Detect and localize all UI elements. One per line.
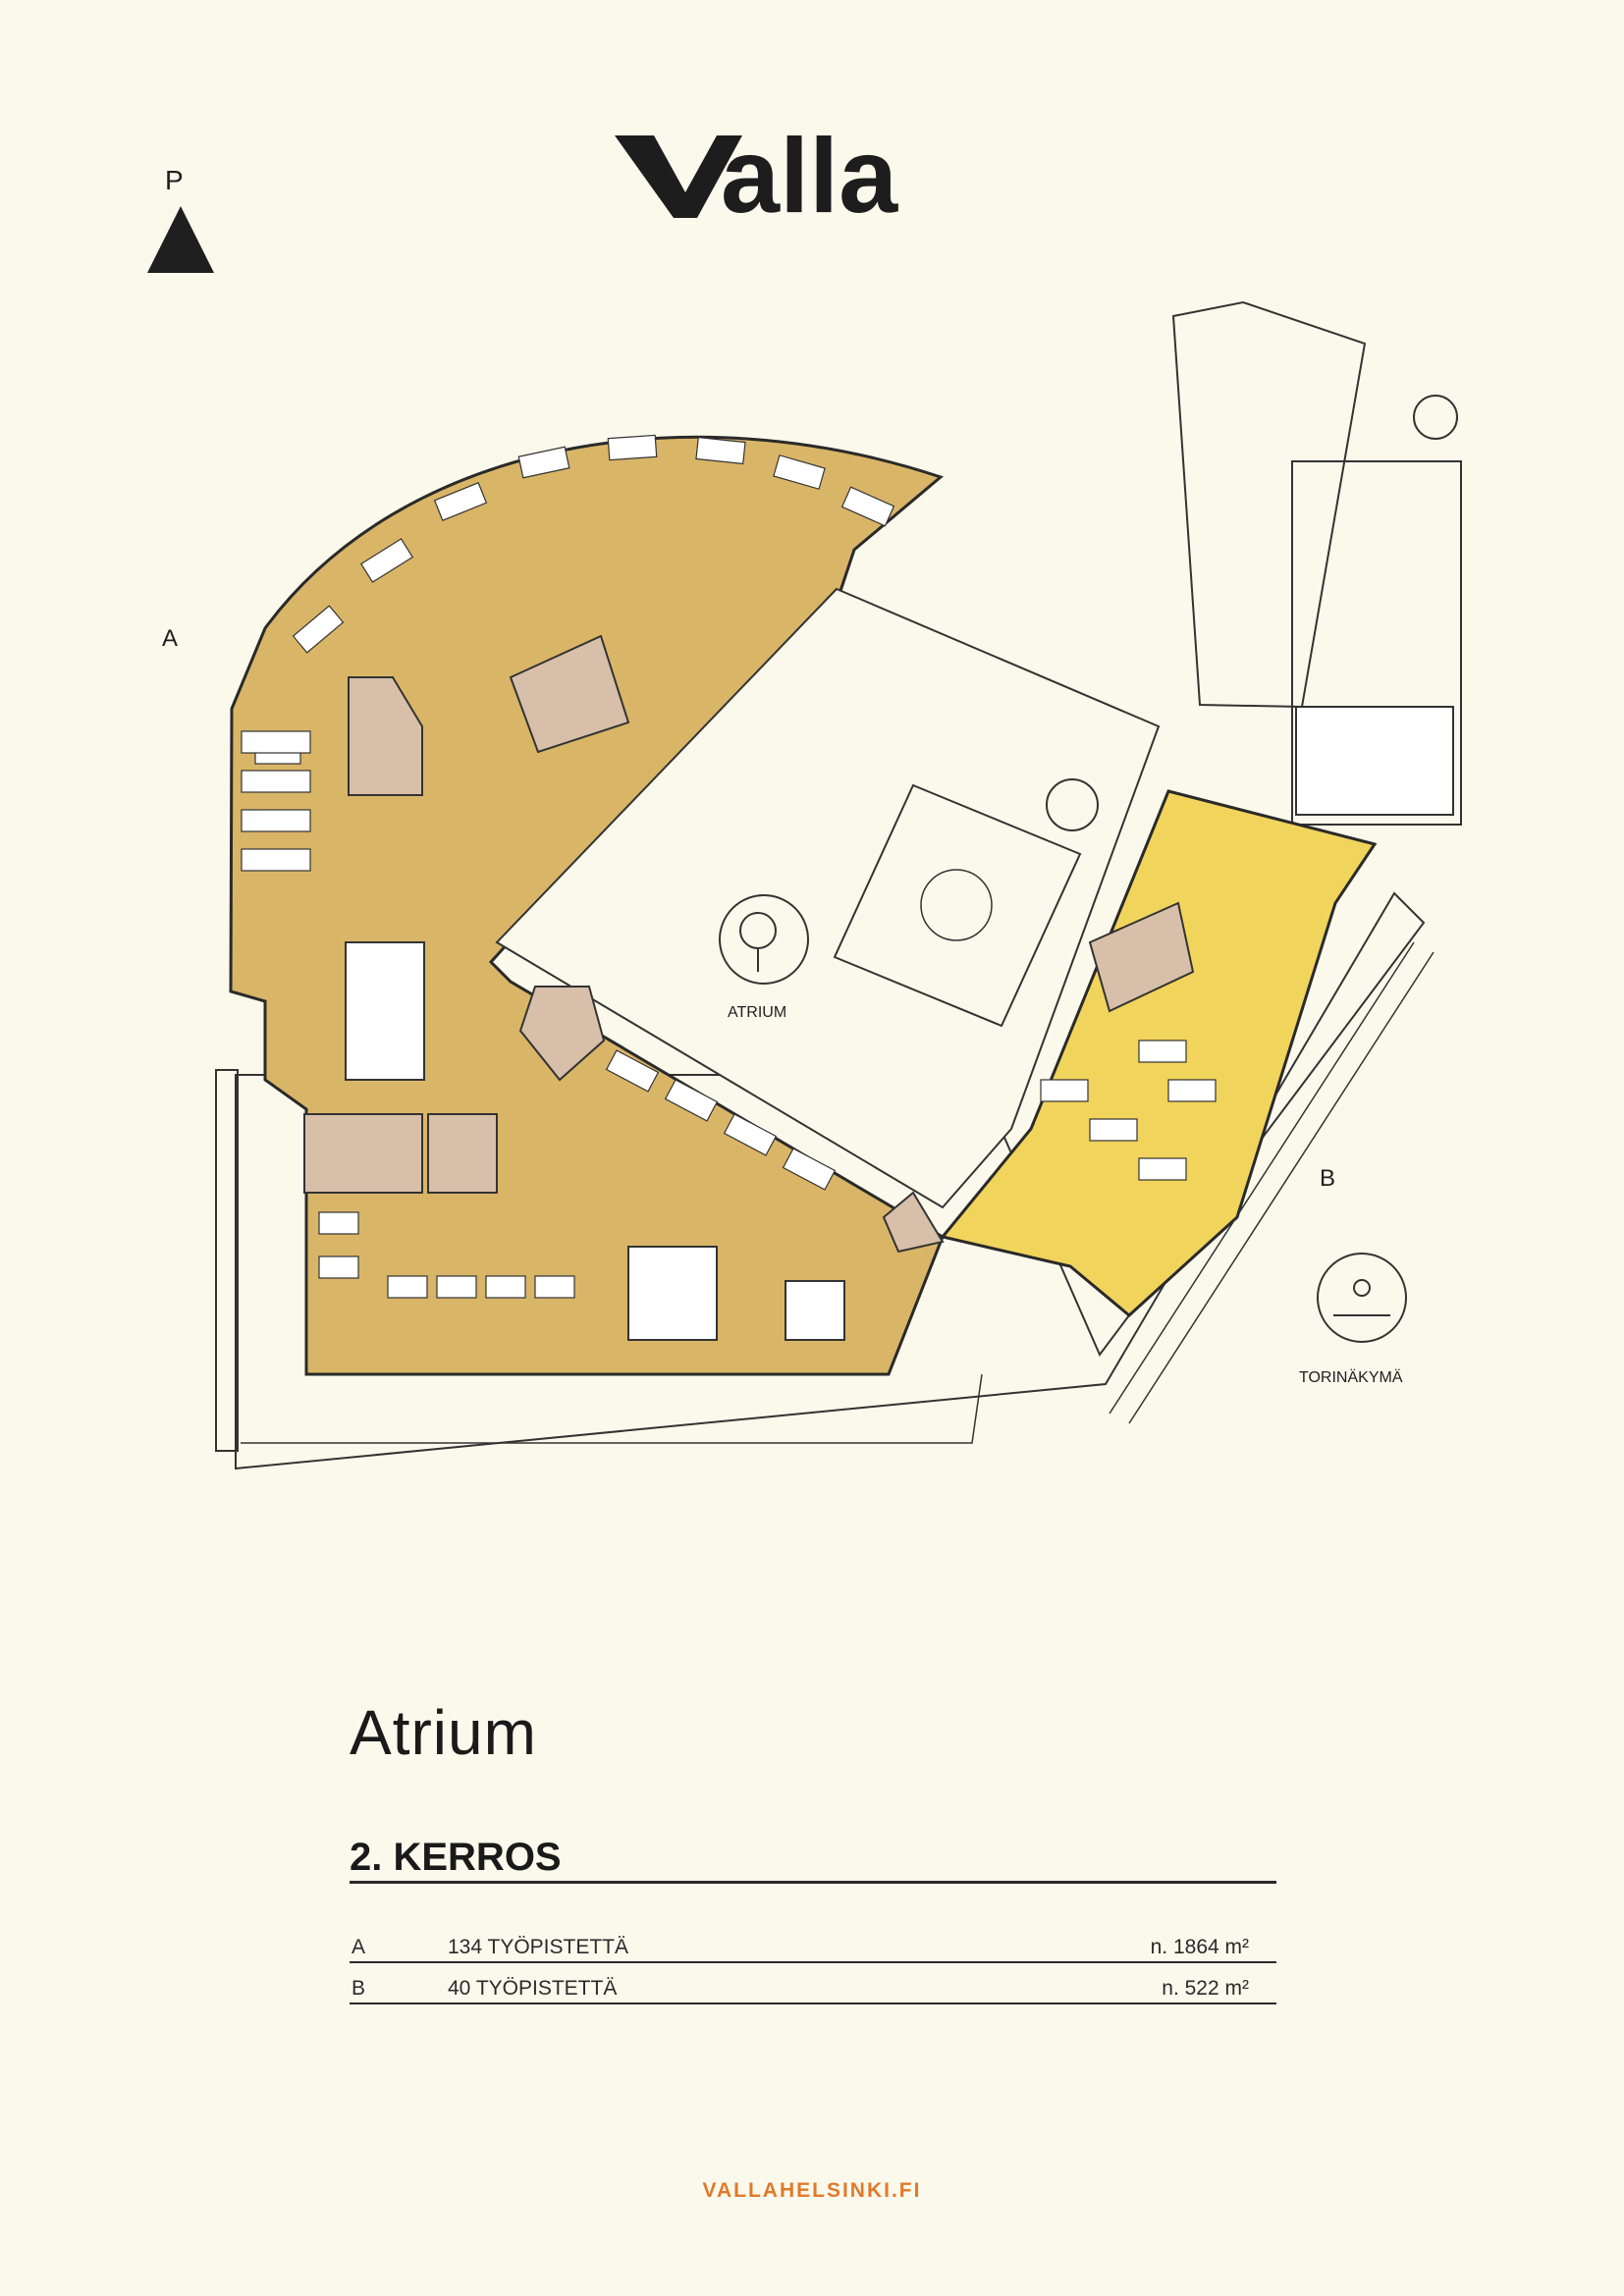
row-divider <box>350 2002 1276 2004</box>
svg-text:alla: alla <box>721 116 898 222</box>
atrium-label: ATRIUM <box>728 1004 786 1021</box>
building-title: Atrium <box>350 1697 537 1768</box>
north-arrow: P <box>145 165 216 275</box>
zone-a-label: A <box>162 625 178 652</box>
area-row-zone: B <box>352 1977 366 2000</box>
area-row-zone: A <box>352 1936 366 1958</box>
row-divider <box>350 1961 1276 1963</box>
north-label: P <box>165 165 184 195</box>
title-divider <box>350 1881 1276 1884</box>
torinakyma-icon <box>1317 1253 1407 1343</box>
north-arrow-icon <box>147 206 214 273</box>
floor-plan: A B ATRIUM TORINÄKYMÄ <box>162 300 1462 1470</box>
area-row-workstations: 134 TYÖPISTETTÄ <box>448 1936 629 1958</box>
atrium-void <box>495 587 1161 1209</box>
valla-logo: alla <box>615 116 898 222</box>
website-link[interactable]: VALLAHELSINKI.FI <box>702 2179 922 2202</box>
area-row-workstations: 40 TYÖPISTETTÄ <box>448 1977 618 2000</box>
floor-title: 2. KERROS <box>350 1836 562 1879</box>
atrium-tree-icon <box>719 894 809 985</box>
area-row-size: n. 1864 m² <box>1150 1936 1249 1958</box>
area-row-a: A 134 TYÖPISTETTÄ n. 1864 m² <box>350 1924 1276 1963</box>
area-row-size: n. 522 m² <box>1162 1977 1249 2000</box>
zone-b-label: B <box>1320 1165 1335 1192</box>
torinakyma-label: TORINÄKYMÄ <box>1299 1368 1403 1386</box>
area-row-b: B 40 TYÖPISTETTÄ n. 522 m² <box>350 1965 1276 2004</box>
